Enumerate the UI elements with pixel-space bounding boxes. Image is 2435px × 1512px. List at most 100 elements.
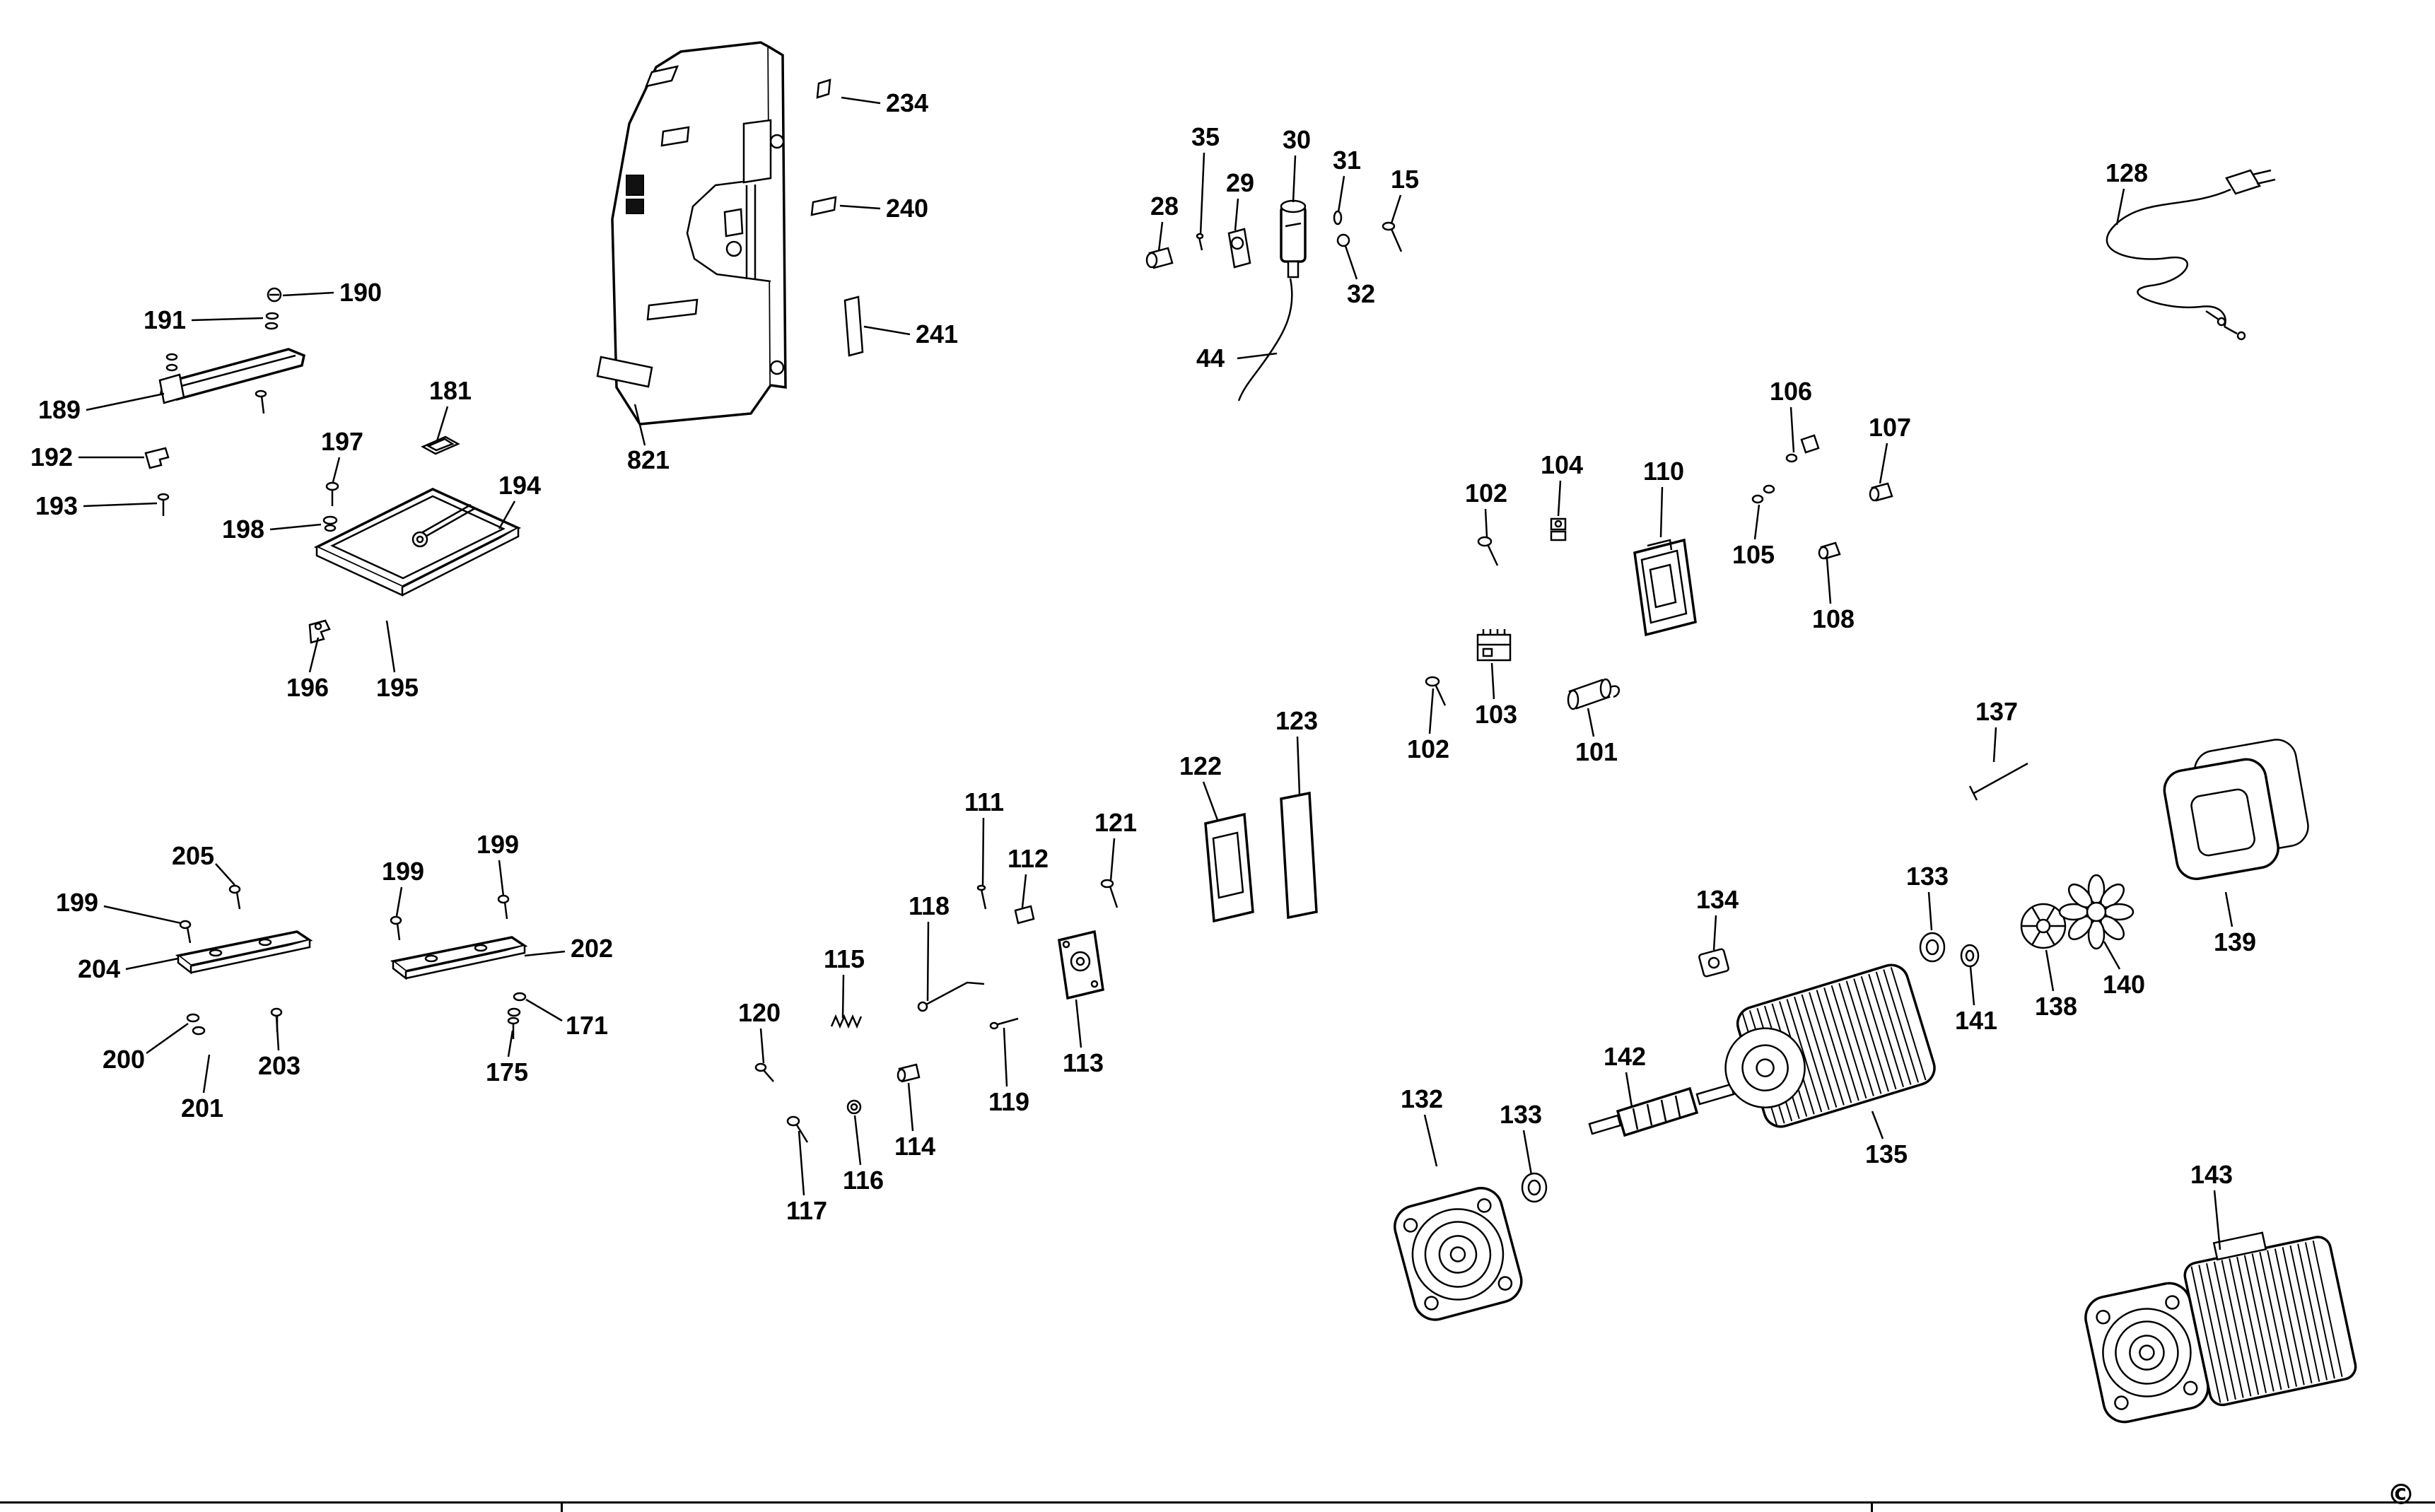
- part-label-110: 110: [1642, 457, 1685, 486]
- motor-body-fins: [2190, 1240, 2343, 1403]
- leader-line-194: [498, 500, 516, 529]
- leader-line-114: [907, 1082, 914, 1132]
- part-label-141: 141: [1954, 1006, 1998, 1035]
- leader-line-119: [1003, 1027, 1008, 1087]
- part-label-195: 195: [375, 673, 419, 702]
- leader-line-135: [1871, 1110, 1884, 1139]
- part-label-116: 116: [842, 1166, 884, 1195]
- leader-line-142: [1625, 1072, 1633, 1108]
- table-drawing: [308, 435, 522, 644]
- leader-line-105: [1753, 504, 1760, 540]
- part-label-108: 108: [1811, 604, 1855, 633]
- leader-line-189: [86, 392, 165, 411]
- leader-line-122: [1202, 781, 1219, 821]
- part-label-102: 102: [1464, 479, 1508, 508]
- fence-rail-drawing: [144, 287, 339, 532]
- leader-line-196: [308, 637, 320, 673]
- part-label-15: 15: [1390, 165, 1420, 194]
- leader-line-141: [1969, 966, 1975, 1006]
- part-label-205: 205: [171, 841, 215, 870]
- part-label-30: 30: [1282, 125, 1312, 154]
- part-label-118: 118: [908, 891, 950, 920]
- part-label-31: 31: [1332, 146, 1362, 175]
- part-label-128: 128: [2105, 158, 2149, 187]
- part-label-112: 112: [1007, 844, 1049, 873]
- part-label-197: 197: [320, 427, 364, 456]
- part-label-138: 138: [2034, 992, 2078, 1021]
- part-label-142: 142: [1603, 1042, 1647, 1071]
- leader-line-241: [863, 325, 911, 336]
- leader-line-102: [1484, 508, 1488, 538]
- leader-line-28: [1157, 221, 1164, 252]
- leader-line-110: [1659, 486, 1664, 538]
- part-label-106: 106: [1769, 377, 1813, 406]
- part-label-193: 193: [35, 491, 78, 520]
- leader-line-190: [282, 291, 334, 297]
- bottom-rule-tick: [1871, 1504, 1873, 1512]
- leader-line-234: [841, 96, 881, 105]
- leader-line-35: [1199, 152, 1205, 235]
- leader-line-132: [1423, 1114, 1438, 1167]
- part-label-240: 240: [885, 194, 929, 223]
- leader-line-193: [83, 502, 158, 508]
- part-label-113: 113: [1062, 1048, 1104, 1077]
- part-label-101: 101: [1575, 737, 1618, 766]
- bottom-rule-tick: [561, 1504, 563, 1512]
- leader-line-205: [215, 863, 235, 886]
- leader-line-199: [103, 905, 182, 925]
- copyright-symbol: ©: [2387, 1479, 2415, 1511]
- leader-line-200: [146, 1022, 189, 1055]
- part-label-44: 44: [1196, 344, 1225, 373]
- leader-line-128: [2115, 188, 2125, 225]
- leader-line-104: [1557, 480, 1562, 517]
- leader-line-30: [1292, 155, 1297, 203]
- part-label-103: 103: [1474, 700, 1518, 729]
- part-label-139: 139: [2213, 927, 2257, 956]
- leader-line-139: [2224, 891, 2233, 927]
- part-label-119: 119: [988, 1087, 1030, 1116]
- part-label-241: 241: [915, 320, 959, 348]
- small-plates-drawing: [596, 78, 864, 388]
- switch-assembly-drawing: [1145, 199, 1403, 402]
- part-label-175: 175: [485, 1057, 529, 1086]
- part-label-115: 115: [823, 944, 865, 973]
- leader-line-202: [524, 950, 566, 957]
- part-label-190: 190: [339, 278, 383, 307]
- part-label-123: 123: [1275, 706, 1319, 735]
- leader-line-107: [1879, 443, 1888, 484]
- saw-frame-drawing: [611, 41, 787, 426]
- part-label-29: 29: [1225, 168, 1255, 197]
- power-cord-drawing: [2106, 169, 2276, 341]
- part-label-28: 28: [1150, 192, 1179, 221]
- part-label-137: 137: [1975, 697, 2019, 726]
- part-label-35: 35: [1191, 122, 1220, 151]
- leader-line-112: [1021, 874, 1027, 908]
- leader-line-134: [1712, 915, 1717, 951]
- part-label-191: 191: [143, 305, 187, 334]
- part-label-181: 181: [428, 376, 472, 405]
- leader-line-116: [853, 1115, 862, 1166]
- leader-line-191: [191, 317, 264, 322]
- leader-line-197: [332, 457, 341, 483]
- part-label-192: 192: [30, 443, 74, 471]
- bottom-rule: [0, 1501, 2435, 1504]
- part-label-199: 199: [381, 857, 425, 886]
- leader-line-120: [759, 1028, 765, 1064]
- part-label-114: 114: [894, 1132, 936, 1161]
- leader-line-195: [385, 620, 396, 673]
- part-label-102: 102: [1406, 734, 1450, 763]
- leader-line-171: [525, 998, 563, 1022]
- leader-line-44: [1237, 352, 1278, 360]
- leader-line-240: [839, 204, 881, 210]
- part-label-203: 203: [257, 1051, 301, 1080]
- part-label-135: 135: [1864, 1139, 1908, 1168]
- leader-line-103: [1490, 662, 1495, 700]
- leader-line-113: [1075, 999, 1082, 1048]
- leader-line-140: [2103, 941, 2121, 970]
- leader-line-199: [498, 860, 505, 897]
- switch-box-drawing: [1425, 434, 1893, 710]
- part-label-202: 202: [570, 934, 614, 963]
- leader-line-175: [507, 1030, 514, 1057]
- part-label-204: 204: [77, 954, 121, 983]
